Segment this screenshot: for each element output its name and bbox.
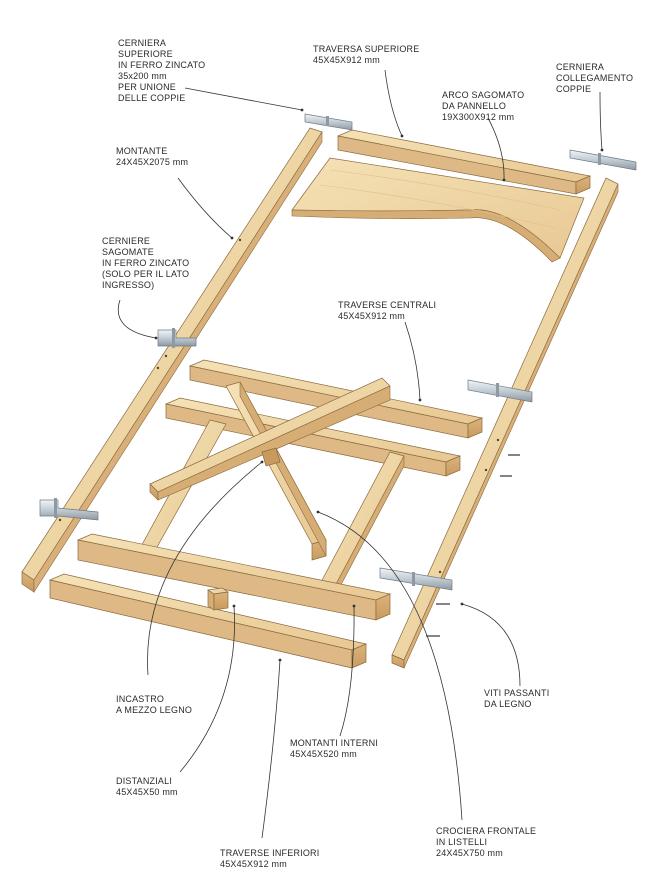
label-viti-passanti: VITI PASSANTI DA LEGNO bbox=[484, 688, 549, 710]
label-incastro: INCASTRO A MEZZO LEGNO bbox=[116, 694, 192, 716]
screws-upper bbox=[500, 454, 520, 477]
label-line: TRAVERSA SUPERIORE bbox=[313, 44, 420, 54]
label-line: PER UNIONE bbox=[118, 82, 177, 92]
incastro-joint bbox=[261, 447, 281, 467]
hinge-left-middle bbox=[157, 328, 197, 348]
label-line: 45X45X912 mm bbox=[338, 311, 405, 321]
montante-right bbox=[391, 177, 619, 669]
label-line: INCASTRO bbox=[116, 694, 165, 704]
label-line: MONTANTE bbox=[116, 146, 168, 156]
label-line: MONTANTI INTERNI bbox=[290, 738, 379, 748]
label-line: ARCO SAGOMATO bbox=[442, 90, 525, 100]
crociera-listello-1 bbox=[225, 381, 327, 561]
label-line: CERNIERA bbox=[118, 38, 167, 48]
label-line: SAGOMATE bbox=[102, 247, 154, 257]
label-crociera-frontale: CROCIERA FRONTALE IN LISTELLI 24X45X750 … bbox=[436, 826, 536, 859]
label-cerniera-superiore: CERNIERA SUPERIORE IN FERRO ZINCATO 35x2… bbox=[118, 38, 205, 104]
label-line: A MEZZO LEGNO bbox=[116, 705, 193, 715]
label-line: CERNIERA bbox=[556, 62, 605, 72]
label-montanti-interni: MONTANTI INTERNI 45X45X520 mm bbox=[290, 738, 378, 760]
label-distanziali: DISTANZIALI 45X45X50 mm bbox=[116, 776, 178, 798]
hinge-top-left bbox=[304, 113, 353, 131]
label-arco-sagomato: ARCO SAGOMATO DA PANNELLO 19X300X912 mm bbox=[442, 90, 524, 123]
label-traverse-inferiori: TRAVERSE INFERIORI 45X45X912 mm bbox=[220, 848, 319, 870]
label-line: DISTANZIALI bbox=[116, 776, 173, 786]
label-line: (SOLO PER IL LATO bbox=[102, 269, 190, 279]
label-line: TRAVERSE CENTRALI bbox=[338, 300, 437, 310]
hinge-right-middle bbox=[467, 379, 533, 403]
label-line: INGRESSO) bbox=[102, 280, 155, 290]
label-traversa-superiore: TRAVERSA SUPERIORE 45X45X912 mm bbox=[313, 44, 419, 66]
traversa-superiore bbox=[336, 129, 592, 195]
label-line: CERNIERE bbox=[102, 236, 151, 246]
screws-lower bbox=[426, 603, 450, 637]
label-cerniera-collegamento: CERNIERA COLLEGAMENTO COPPIE bbox=[556, 62, 633, 95]
label-line: 24X45X2075 mm bbox=[116, 157, 189, 167]
label-line: COLLEGAMENTO bbox=[556, 73, 634, 83]
label-line: 45X45X912 mm bbox=[220, 859, 287, 869]
label-line: 45X45X912 mm bbox=[313, 55, 380, 65]
label-cerniere-sagomate: CERNIERE SAGOMATE IN FERRO ZINCATO (SOLO… bbox=[102, 236, 189, 291]
traversa-inferiore-2 bbox=[48, 573, 368, 669]
label-line: VITI PASSANTI bbox=[484, 688, 550, 698]
label-line: DA PANNELLO bbox=[442, 101, 507, 111]
distanziale bbox=[207, 587, 229, 611]
hinge-left-bottom bbox=[39, 498, 99, 521]
montante-left bbox=[21, 127, 323, 594]
label-line: 35x200 mm bbox=[118, 71, 167, 81]
traversa-inferiore-1 bbox=[76, 533, 392, 621]
leader-lines bbox=[117, 69, 604, 839]
label-line: DELLE COPPIE bbox=[118, 93, 186, 103]
montante-interno-right bbox=[319, 451, 405, 599]
label-line: TRAVERSE INFERIORI bbox=[220, 848, 320, 858]
arco-sagomato bbox=[291, 157, 585, 263]
label-line: 45X45X50 mm bbox=[116, 787, 178, 797]
label-line: 45X45X520 mm bbox=[290, 749, 357, 759]
label-line: 24X45X750 mm bbox=[436, 848, 503, 858]
label-line: IN LISTELLI bbox=[436, 837, 488, 847]
label-line: COPPIE bbox=[556, 84, 592, 94]
label-line: CROCIERA FRONTALE bbox=[436, 826, 537, 836]
label-line: SUPERIORE bbox=[118, 49, 173, 59]
hinge-top-right bbox=[569, 149, 637, 171]
hinge-right-bottom bbox=[379, 567, 453, 591]
crociera-listello-2 bbox=[149, 377, 391, 501]
label-line: IN FERRO ZINCATO bbox=[118, 60, 206, 70]
label-line: DA LEGNO bbox=[484, 699, 532, 709]
label-montante: MONTANTE 24X45X2075 mm bbox=[116, 146, 188, 168]
label-line: 19X300X912 mm bbox=[442, 112, 515, 122]
label-traverse-centrali: TRAVERSE CENTRALI 45X45X912 mm bbox=[338, 300, 436, 322]
label-line: IN FERRO ZINCATO bbox=[102, 258, 190, 268]
